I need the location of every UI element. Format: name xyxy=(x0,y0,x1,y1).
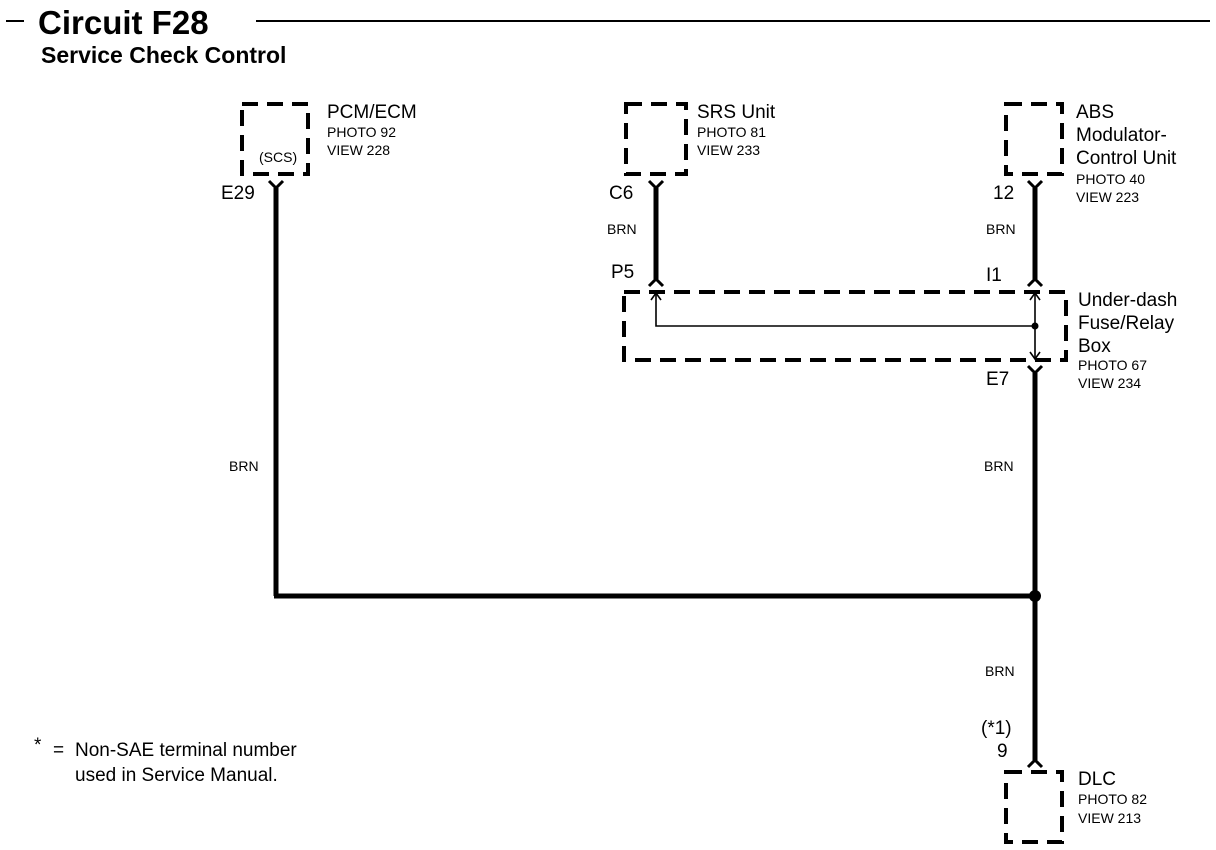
fuse-relay-box-photo: PHOTO 67 xyxy=(1078,357,1147,373)
fuse-box-internal-splice xyxy=(1031,322,1039,330)
footnote-symbol: * xyxy=(34,735,42,756)
srs-unit-photo: PHOTO 81 xyxy=(697,124,766,140)
dlc-name: DLC xyxy=(1078,769,1116,790)
fuse-relay-box xyxy=(622,290,1068,362)
footnote-line-2: used in Service Manual. xyxy=(75,765,278,786)
pcm-ecm-name: PCM/ECM xyxy=(327,102,417,123)
dlc-view: VIEW 213 xyxy=(1078,810,1141,826)
srs-unit-name: SRS Unit xyxy=(697,102,776,123)
footnote: * = Non-SAE terminal number used in Serv… xyxy=(34,735,297,786)
abs-unit-connector xyxy=(1026,179,1044,191)
fuse-relay-box-name-2: Fuse/Relay xyxy=(1078,313,1175,334)
pcm-ecm-view: VIEW 228 xyxy=(327,142,390,158)
abs-unit-component: ABS Modulator- Control Unit PHOTO 40 VIE… xyxy=(993,102,1177,205)
circuit-subtitle: Service Check Control xyxy=(41,42,286,68)
abs-unit-name-3: Control Unit xyxy=(1076,148,1177,169)
fuse-relay-box-pin-i1: I1 xyxy=(986,265,1002,286)
dlc-pin-note: (*1) xyxy=(981,718,1012,739)
fuse-box-connector-p5 xyxy=(647,276,665,288)
fuse-relay-box-name-3: Box xyxy=(1078,336,1111,357)
srs-unit-pin: C6 xyxy=(609,183,633,204)
fuse-relay-box-view: VIEW 234 xyxy=(1078,375,1141,391)
srs-unit-component: SRS Unit PHOTO 81 VIEW 233 C6 xyxy=(609,102,776,204)
srs-unit-view: VIEW 233 xyxy=(697,142,760,158)
fuse-box-arrow-i1 xyxy=(1029,291,1041,301)
fuse-box-connector-i1 xyxy=(1026,276,1044,288)
pcm-ecm-component: (SCS) PCM/ECM PHOTO 92 VIEW 228 E29 xyxy=(221,102,417,204)
wire-label-fuse-splice: BRN xyxy=(984,458,1014,474)
dlc-photo: PHOTO 82 xyxy=(1078,791,1147,807)
footnote-line-1: Non-SAE terminal number xyxy=(75,740,297,761)
pcm-ecm-inner-label: (SCS) xyxy=(259,149,297,165)
wires xyxy=(273,188,1041,760)
fuse-box-connector-e7 xyxy=(1026,364,1044,376)
pcm-ecm-photo: PHOTO 92 xyxy=(327,124,396,140)
abs-unit-view: VIEW 223 xyxy=(1076,189,1139,205)
wire-label-abs: BRN xyxy=(986,221,1016,237)
srs-unit-box xyxy=(624,102,688,176)
fuse-relay-box-component: Under-dash Fuse/Relay Box PHOTO 67 VIEW … xyxy=(611,262,1177,391)
abs-unit-pin: 12 xyxy=(993,183,1014,204)
main-splice-point xyxy=(1029,590,1041,602)
dlc-component: (*1) 9 DLC PHOTO 82 VIEW 213 xyxy=(981,718,1147,844)
pcm-ecm-box xyxy=(240,102,310,176)
dlc-pin: 9 xyxy=(997,741,1008,762)
abs-unit-name-1: ABS xyxy=(1076,102,1114,123)
fuse-relay-box-pin-p5: P5 xyxy=(611,262,634,283)
dlc-box xyxy=(1004,770,1064,844)
wire-label-pcm: BRN xyxy=(229,458,259,474)
wire-label-splice-dlc: BRN xyxy=(985,663,1015,679)
srs-unit-connector xyxy=(647,179,665,191)
footnote-equals: = xyxy=(53,740,64,761)
circuit-title: Circuit F28 xyxy=(38,4,209,41)
abs-unit-photo: PHOTO 40 xyxy=(1076,171,1145,187)
pcm-ecm-pin: E29 xyxy=(221,183,255,204)
fuse-relay-box-pin-e7: E7 xyxy=(986,369,1009,390)
fuse-box-arrow-e7 xyxy=(1029,351,1041,361)
wire-label-srs: BRN xyxy=(607,221,637,237)
pcm-ecm-connector xyxy=(267,179,285,191)
dlc-connector xyxy=(1026,757,1044,769)
abs-unit-name-2: Modulator- xyxy=(1076,125,1167,146)
fuse-box-internal-wire xyxy=(655,294,1035,327)
abs-unit-box xyxy=(1004,102,1064,176)
fuse-box-arrow-p5 xyxy=(650,291,662,301)
fuse-relay-box-name-1: Under-dash xyxy=(1078,290,1177,311)
